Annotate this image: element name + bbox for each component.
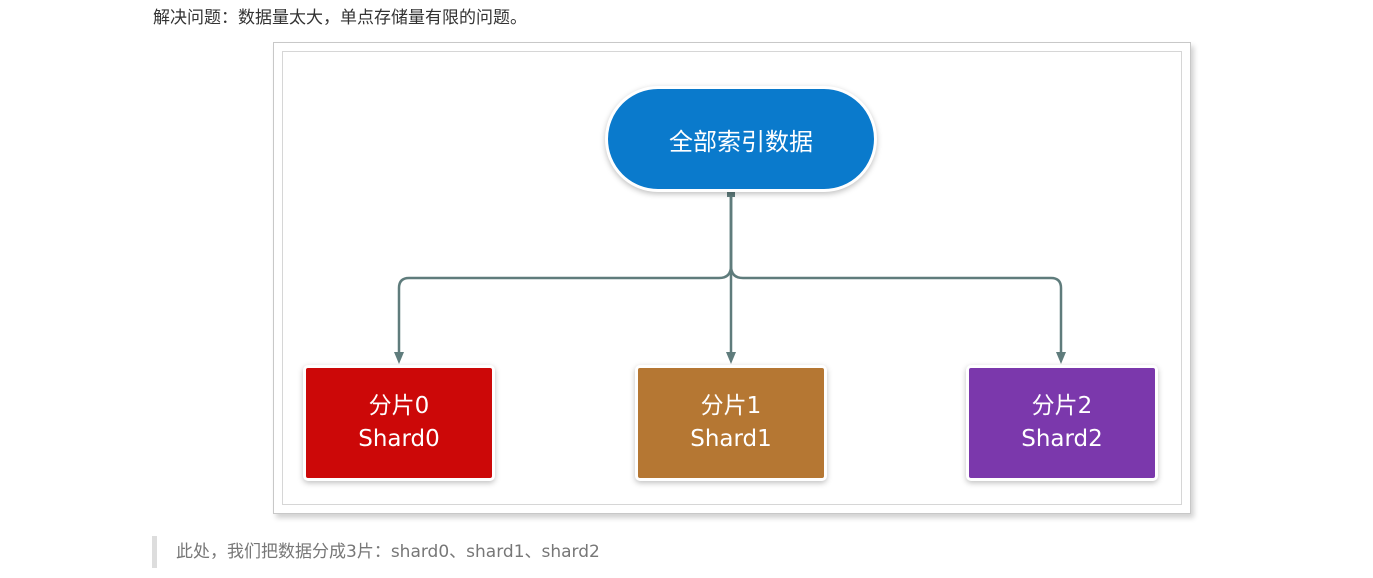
diagram-figure: 全部索引数据 分片0 Shard0 分片1 Shard1 分片2 Shard2 (273, 42, 1191, 514)
shard-node-0: 分片0 Shard0 (303, 365, 495, 481)
root-node-all-index-data: 全部索引数据 (605, 86, 877, 192)
shard-1-label-en: Shard1 (690, 426, 772, 452)
shard-0-label-cn: 分片0 (368, 393, 430, 419)
diagram-canvas: 全部索引数据 分片0 Shard0 分片1 Shard1 分片2 Shard2 (282, 51, 1182, 505)
blockquote-note: 此处，我们把数据分成3片：shard0、shard1、shard2 (152, 536, 600, 568)
shard-node-1: 分片1 Shard1 (635, 365, 827, 481)
shard-1-label-cn: 分片1 (700, 393, 762, 419)
connector-layer (394, 189, 1066, 364)
shard-0-label-en: Shard0 (358, 426, 440, 452)
shard-2-label-en: Shard2 (1021, 426, 1103, 452)
connector-to-shard2 (729, 193, 1066, 364)
root-node-label: 全部索引数据 (669, 127, 813, 156)
connector-to-shard0 (394, 193, 733, 364)
intro-text: 解决问题：数据量太大，单点存储量有限的问题。 (153, 8, 527, 28)
shard-node-2: 分片2 Shard2 (966, 365, 1158, 481)
shard-2-label-cn: 分片2 (1031, 393, 1093, 419)
